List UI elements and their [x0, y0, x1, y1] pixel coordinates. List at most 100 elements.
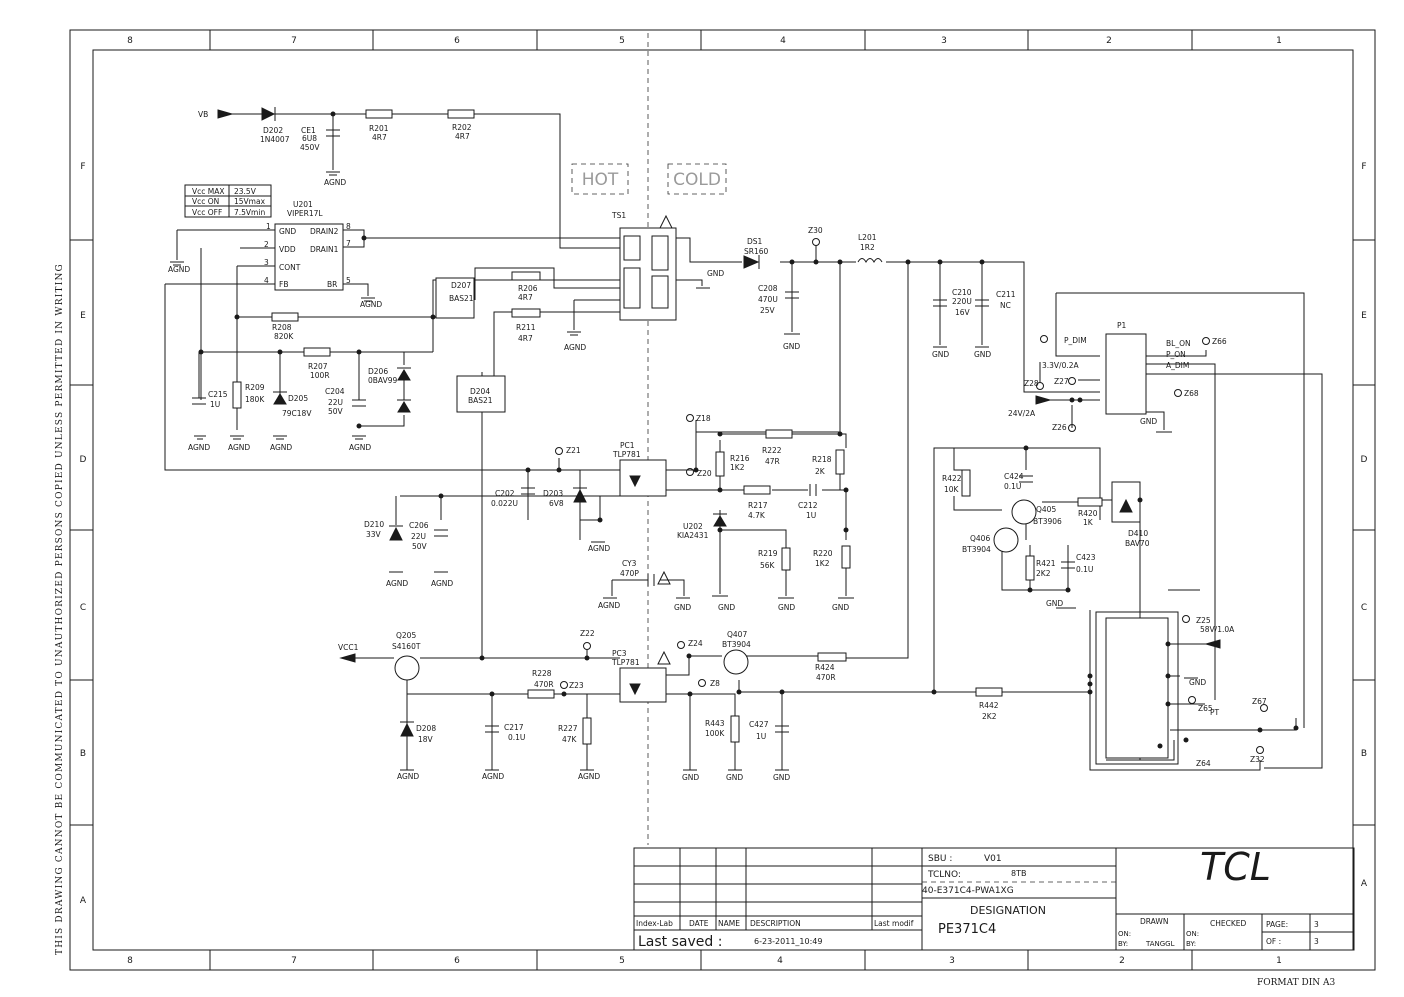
u201-pin3: 3 [264, 258, 269, 267]
page-value: 3 [1314, 920, 1319, 929]
vb-label: VB [198, 110, 208, 119]
d207-value: BAS21 [449, 294, 474, 303]
r442-value: 2K2 [982, 712, 997, 721]
d410-ref: D410 [1128, 529, 1148, 538]
test-points [555, 238, 1268, 754]
vcc-table: Vcc MAX 23.5V Vcc ON 15Vmax Vcc OFF 7.5V… [184, 184, 272, 218]
c211-value: NC [1000, 301, 1011, 310]
z8-label: Z8 [710, 679, 720, 688]
q205-ref: Q205 [396, 631, 416, 640]
agnd-label: AGND [188, 443, 210, 452]
col-name: NAME [718, 919, 740, 928]
r420-value: 1K [1083, 518, 1094, 527]
c208-ref: C208 [758, 284, 778, 293]
c210-value: 220U [952, 297, 972, 306]
r219-value: 56K [760, 561, 776, 570]
c211-ref: C211 [996, 290, 1016, 299]
c210-ref: C210 [952, 288, 972, 297]
v58-label: 58V/1.0A [1200, 625, 1235, 634]
pt-label: PT [1210, 708, 1220, 717]
q407-value: BT3904 [722, 640, 751, 649]
zone-row-left-F: F [80, 162, 85, 172]
u201-pin-drain2: DRAIN2 [310, 227, 339, 236]
r219-ref: R219 [758, 549, 778, 558]
u201-pin-cont: CONT [279, 263, 301, 272]
z22-label: Z22 [580, 629, 595, 638]
r443-ref: R443 [705, 719, 725, 728]
agnd-label: AGND [168, 265, 190, 274]
r217-value: 4.7K [748, 511, 766, 520]
r207-value: 100R [310, 371, 330, 380]
c423-value: 0.1U [1076, 565, 1093, 574]
r211-value: 4R7 [518, 334, 533, 343]
r442-ref: R442 [979, 701, 999, 710]
r217-ref: R217 [748, 501, 768, 510]
zone-row-right-E: E [1361, 311, 1367, 321]
u201-pin4: 4 [264, 276, 269, 285]
gnd-label: GND [682, 773, 699, 782]
d210-ref: D210 [364, 520, 384, 529]
junction-dots [198, 111, 1299, 749]
agnd-label: AGND [386, 579, 408, 588]
agnd-label: AGND [598, 601, 620, 610]
zone-row-right-D: D [1361, 455, 1368, 465]
part-number: 40-E371C4-PWA1XG [922, 886, 1014, 896]
agnd-label: AGND [482, 772, 504, 781]
zone-col-bottom-1: 1 [1276, 956, 1282, 966]
agnd-label: AGND [349, 443, 371, 452]
d203-ref: D203 [543, 489, 563, 498]
r421-value: 2K2 [1036, 569, 1051, 578]
zone-col-top-5: 5 [619, 36, 625, 46]
r209-ref: R209 [245, 383, 265, 392]
zone-col-top-2: 2 [1106, 36, 1112, 46]
agnd-label: AGND [578, 772, 600, 781]
z30-label: Z30 [808, 226, 823, 235]
zone-col-bottom-8: 8 [127, 956, 133, 966]
r227-ref: R227 [558, 724, 578, 733]
zone-row-left-B: B [80, 749, 86, 759]
col-date: DATE [689, 919, 709, 928]
gnd-label: GND [1189, 678, 1206, 687]
r216-value: 1K2 [730, 463, 745, 472]
agnd-label: AGND [270, 443, 292, 452]
gnd-label: GND [974, 350, 991, 359]
c212-ref: C212 [798, 501, 818, 510]
v33-label: 3.3V/0.2A [1042, 361, 1080, 370]
d410-value: BAV70 [1125, 539, 1150, 548]
col-index-lab: Index-Lab [636, 919, 673, 928]
gnd-label: GND [773, 773, 790, 782]
zone-row-left-C: C [80, 603, 86, 613]
agnd-label: AGND [588, 544, 610, 553]
c210-rating: 16V [955, 308, 971, 317]
u201-value: VIPER17L [287, 209, 323, 218]
gnd-label: GND [726, 773, 743, 782]
r206-value: 4R7 [518, 293, 533, 302]
ground-symbols [170, 171, 1198, 771]
d206-ref: D206 [368, 367, 388, 376]
of-label: OF : [1266, 937, 1281, 946]
vcc-on-value: 15Vmax [234, 197, 266, 206]
sheet-format: FORMAT DIN A3 [1257, 978, 1335, 988]
u201-pin-drain1: DRAIN1 [310, 245, 339, 254]
r201-ref: R201 [369, 124, 389, 133]
c208-value: 470U [758, 295, 778, 304]
zone-row-right-F: F [1361, 162, 1366, 172]
last-saved-value: 6-23-2011_10:49 [754, 937, 822, 946]
q405-ref: Q405 [1036, 505, 1056, 514]
u201-pin5: 5 [346, 276, 351, 285]
gnd-label: GND [1046, 599, 1063, 608]
gnd-label: GND [932, 350, 949, 359]
r207-ref: R207 [308, 362, 328, 371]
zone-row-right-C: C [1361, 603, 1367, 613]
q205-value: S4160T [392, 642, 421, 651]
c206-rating: 50V [412, 542, 428, 551]
cold-label: COLD [673, 170, 721, 190]
zone-col-top-6: 6 [454, 36, 460, 46]
zone-col-top-7: 7 [291, 36, 297, 46]
agnd-label: AGND [324, 178, 346, 187]
d203-value: 6V8 [549, 499, 564, 508]
u201-pin8: 8 [346, 222, 351, 231]
agnd-label: AGND [228, 443, 250, 452]
